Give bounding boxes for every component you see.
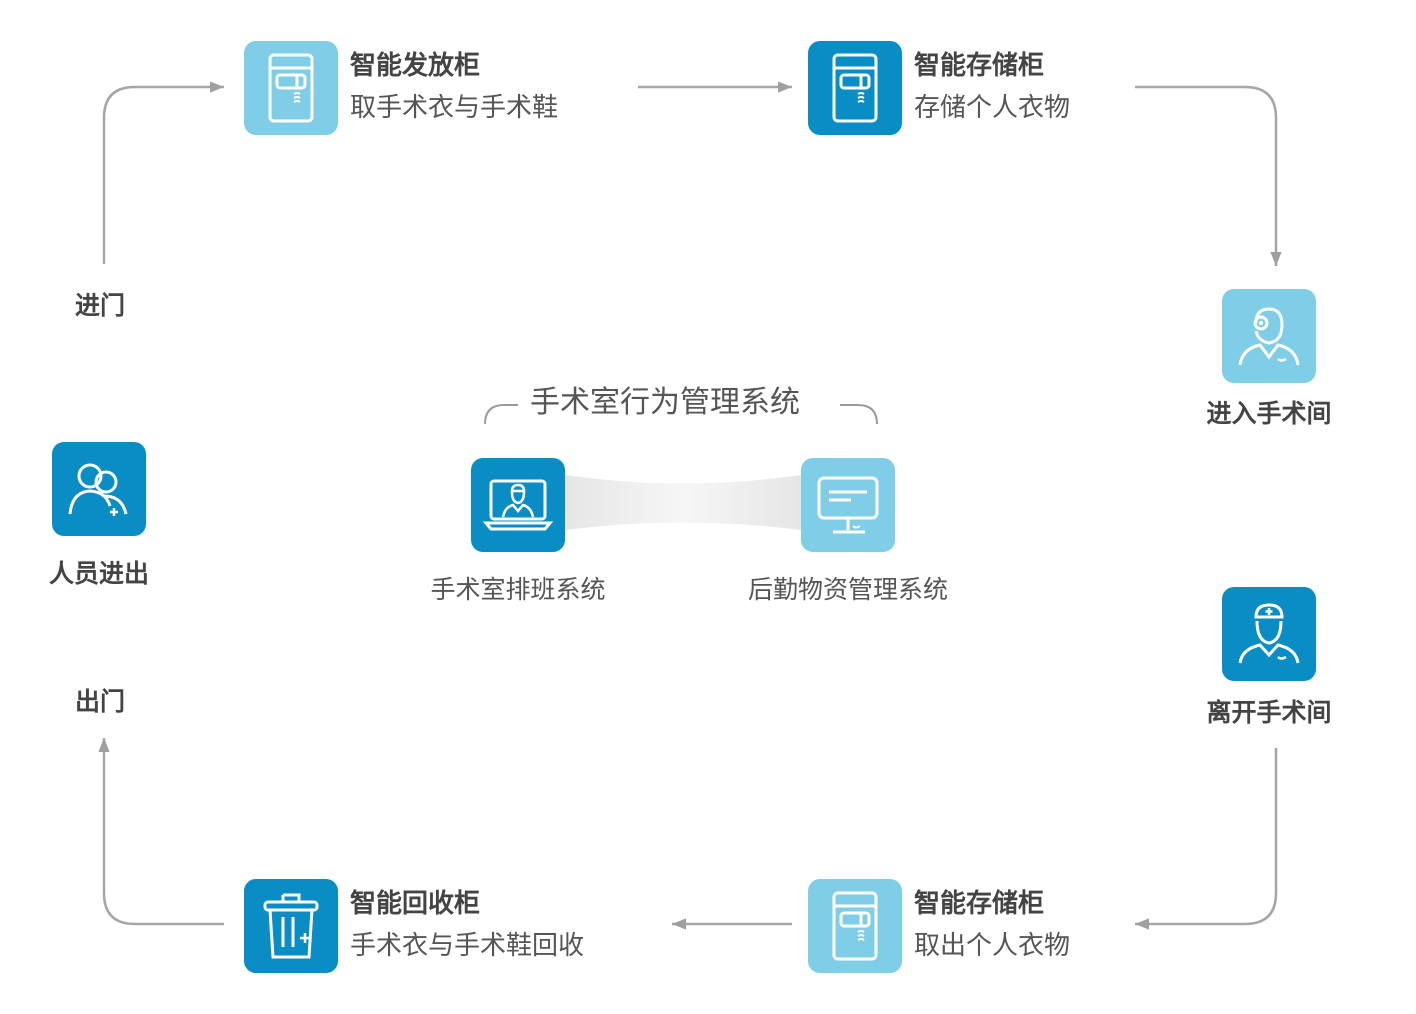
computer-monitor-icon — [817, 476, 879, 534]
dispense-cabinet-title: 智能发放柜 — [350, 51, 481, 81]
system-bracket-right — [840, 404, 878, 425]
system-title: 手术室行为管理系统 — [530, 385, 800, 420]
recycle-cabinet-desc: 手术衣与手术鞋回收 — [350, 931, 585, 961]
arrow-storage-to-or — [1135, 85, 1282, 266]
storage-cabinet-in-tile — [808, 41, 902, 135]
leave-or-tile — [1222, 587, 1316, 681]
system-link-band — [565, 475, 801, 530]
enter-or-tile — [1222, 289, 1316, 383]
doctor-icon — [1238, 307, 1300, 366]
storage-cabinet-out-title: 智能存储柜 — [914, 889, 1045, 919]
arrow-recycle-to-exit — [98, 738, 224, 926]
trash-bin-icon — [263, 893, 319, 959]
dispense-cabinet-desc: 取手术衣与手术鞋 — [350, 93, 559, 123]
logistics-system-label: 后勤物资管理系统 — [747, 575, 948, 604]
enter-door-label: 进门 — [74, 291, 125, 320]
enter-or-label: 进入手术间 — [1206, 399, 1332, 428]
recycle-cabinet-tile — [244, 879, 338, 973]
personnel-tile — [52, 442, 146, 536]
nurse-icon — [1238, 603, 1300, 664]
cabinet-icon — [268, 53, 314, 123]
dispense-cabinet-tile — [244, 41, 338, 135]
scheduling-system-tile — [471, 458, 565, 552]
people-icon — [68, 463, 128, 516]
arrow-leave-to-storage — [1135, 748, 1278, 930]
scheduling-system-label: 手术室排班系统 — [430, 575, 606, 604]
cabinet-icon — [832, 891, 878, 961]
personnel-label: 人员进出 — [48, 559, 149, 588]
cabinet-icon — [832, 53, 878, 123]
exit-door-label: 出门 — [74, 687, 125, 716]
logistics-system-tile — [801, 458, 895, 552]
system-bracket-left — [484, 404, 518, 425]
storage-cabinet-out-tile — [808, 879, 902, 973]
storage-cabinet-in-title: 智能存储柜 — [914, 51, 1045, 81]
monitor-doctor-icon — [483, 479, 553, 531]
storage-cabinet-out-desc: 取出个人衣物 — [914, 931, 1071, 961]
leave-or-label: 离开手术间 — [1206, 698, 1332, 727]
storage-cabinet-in-desc: 存储个人衣物 — [914, 93, 1071, 123]
arrow-enter-to-dispense — [102, 81, 224, 264]
recycle-cabinet-title: 智能回收柜 — [350, 889, 481, 919]
